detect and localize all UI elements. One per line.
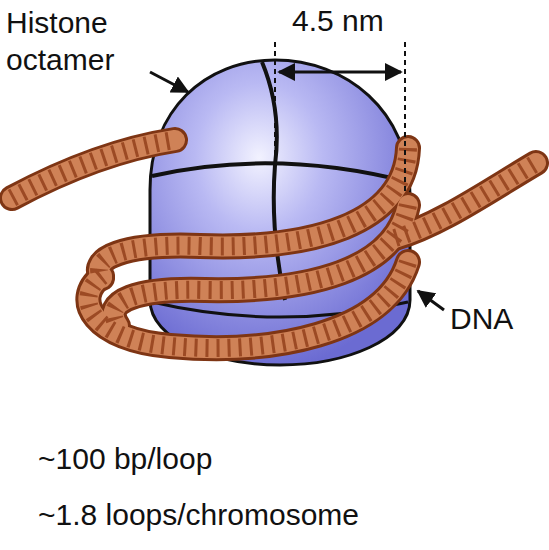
note: ~100 bp/loop [38, 440, 212, 477]
note: ~1.8 loops/chromosome [38, 496, 359, 533]
part-label: DNA [450, 300, 513, 337]
dimension-arrow [279, 71, 401, 74]
part-label: Histone octamer [6, 4, 146, 78]
extension-line [404, 42, 406, 195]
leader-arrow [418, 291, 444, 310]
leader-arrow [150, 72, 188, 92]
dna-rope [12, 140, 536, 348]
octamer-seam [152, 163, 408, 182]
dimension-label: 4.5 nm [292, 2, 384, 39]
extension-line [274, 42, 276, 165]
octamer-seam [262, 62, 285, 300]
